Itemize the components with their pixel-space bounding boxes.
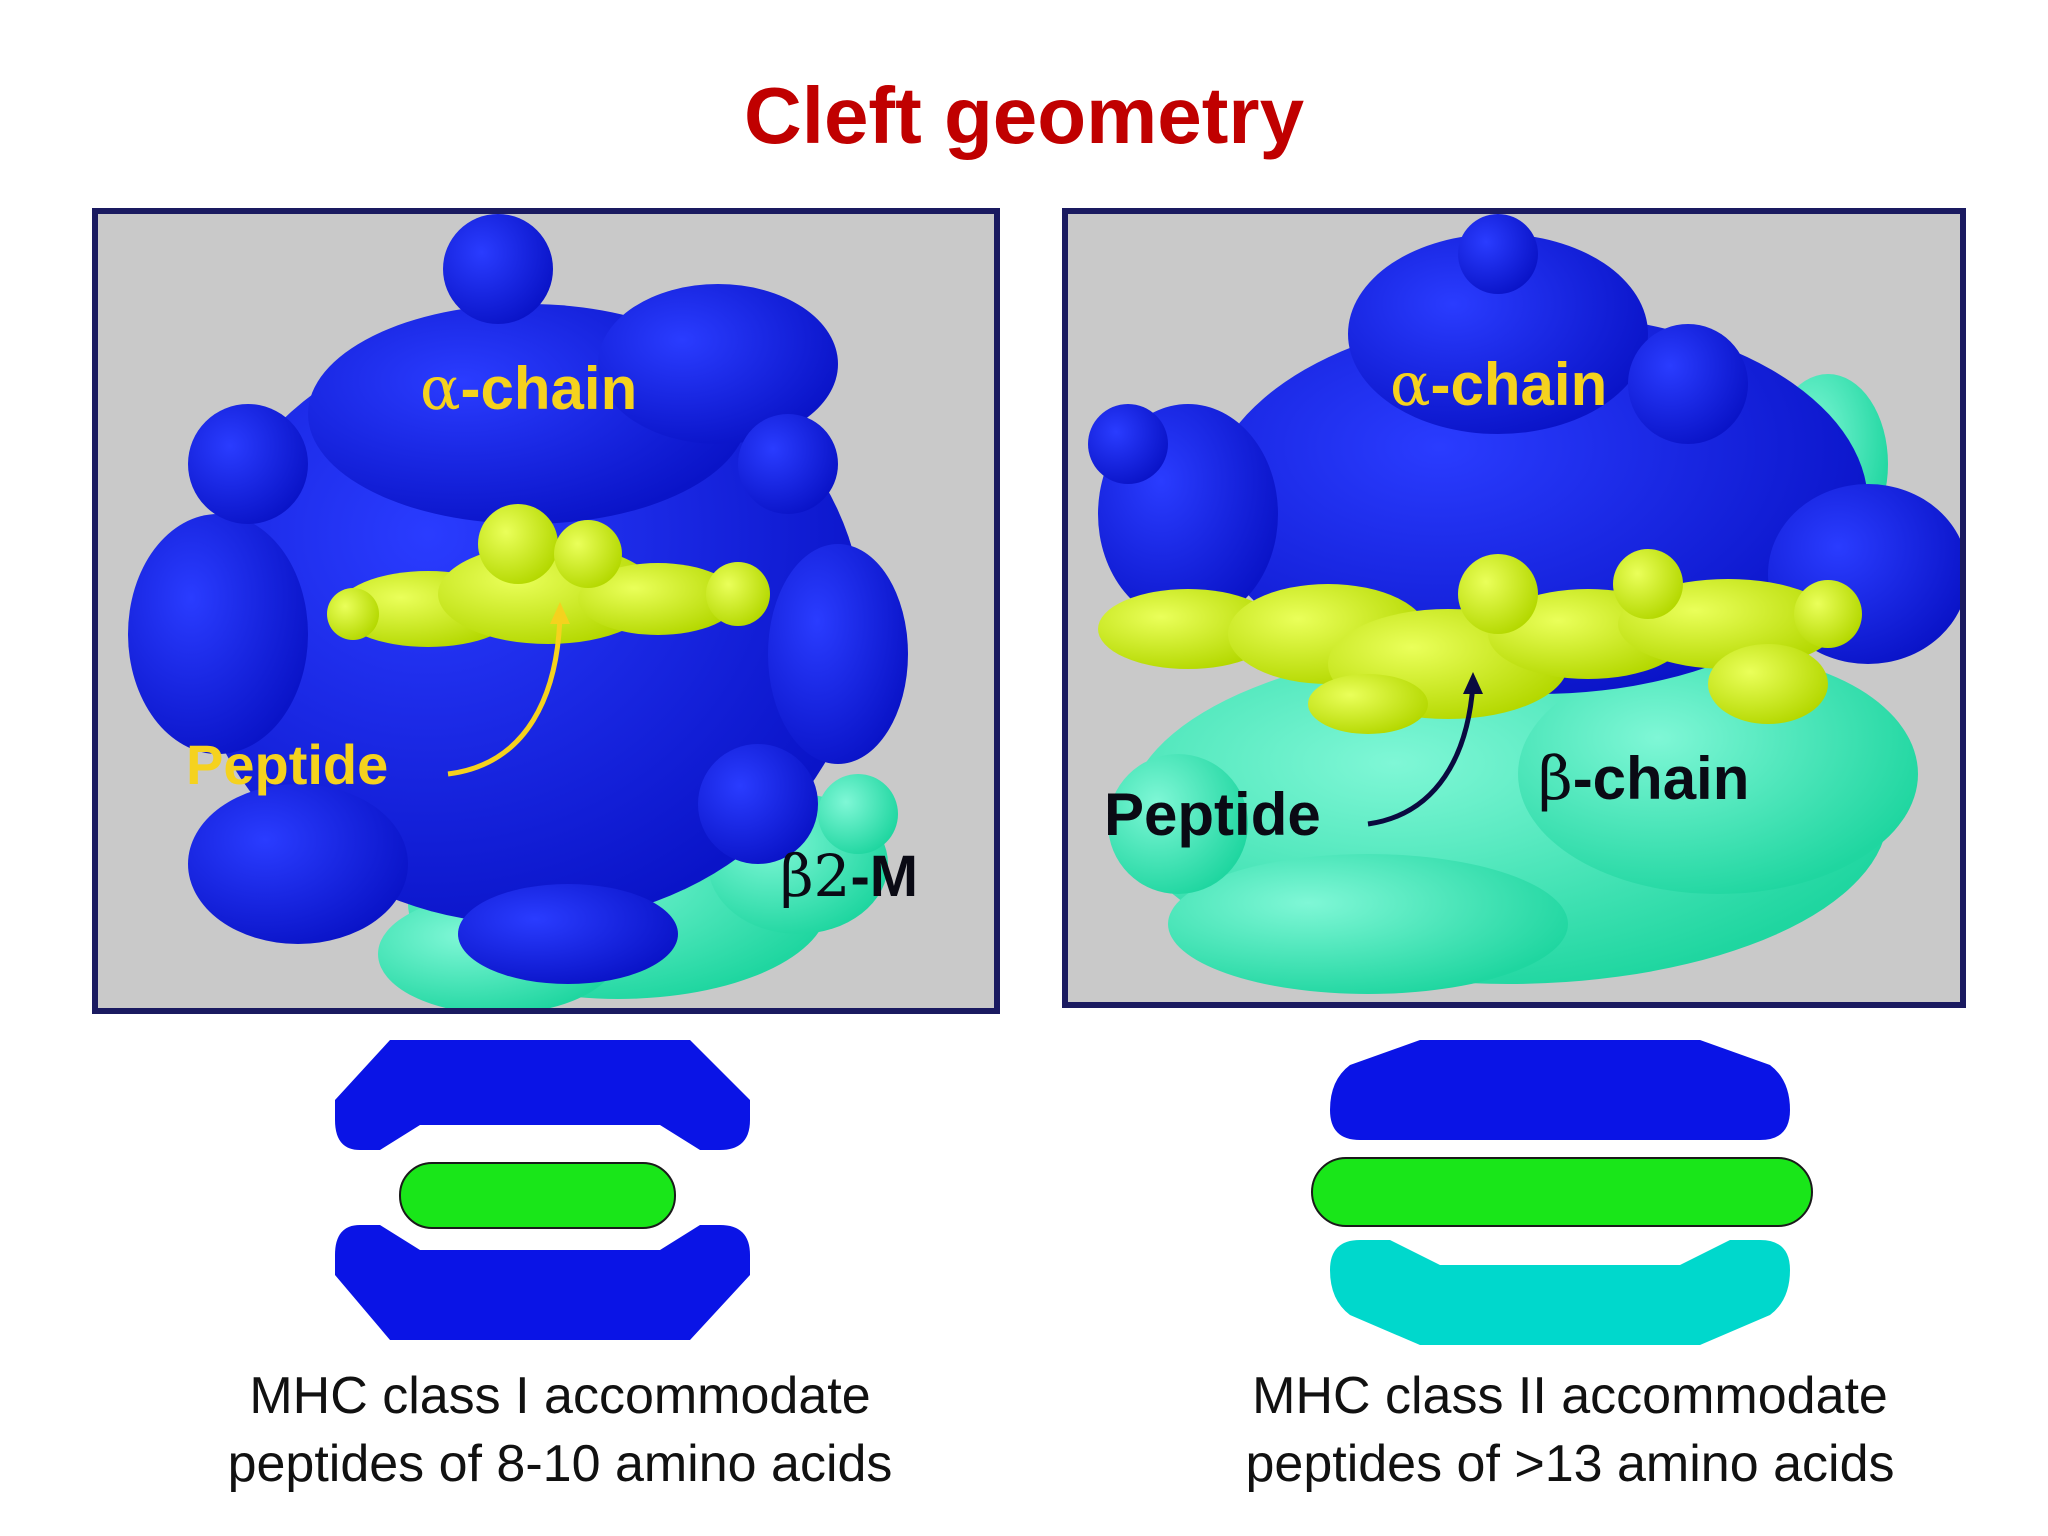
beta-chain-helix-shape <box>1330 1240 1790 1345</box>
lower-alpha-helix-shape <box>335 1225 750 1340</box>
mhc-class-one-caption: MHC class I accommodate peptides of 8-10… <box>227 1367 893 1493</box>
mhc-class-one-structure-panel: α-chain Peptide β2-M <box>92 208 1000 1014</box>
mhc-class-one-molecule-image <box>128 214 908 1008</box>
mhc-class-two-cleft-schematic <box>1311 1040 1813 1345</box>
mhc-class-two-molecule-image <box>1088 214 1960 994</box>
peptide-label: Peptide <box>186 733 389 796</box>
page-title: Cleft geometry <box>743 71 1305 160</box>
mhc-class-one-cleft-schematic <box>335 1040 750 1340</box>
peptide-shape <box>1098 549 1862 734</box>
mhc-class-two-caption: MHC class II accommodate peptides of >13… <box>1245 1367 1895 1493</box>
upper-alpha-helix-shape <box>335 1040 750 1150</box>
peptide-bar-shape <box>399 1162 676 1229</box>
peptide-shape <box>327 504 770 647</box>
alpha-chain-domain-shape <box>128 214 908 984</box>
beta2m-label: β2-M <box>780 842 919 910</box>
upper-alpha-helix-shape <box>1330 1040 1790 1140</box>
peptide-pointer-arrow <box>447 613 563 777</box>
mhc-class-two-structure-panel: α-chain Peptide β-chain <box>1062 208 1966 1008</box>
peptide-pointer-arrow <box>1367 683 1476 827</box>
alpha-chain-label: α-chain <box>420 354 638 424</box>
peptide-bar-shape <box>1311 1157 1813 1227</box>
peptide-label: Peptide <box>1104 781 1321 848</box>
beta-chain-label: β-chain <box>1538 744 1750 814</box>
alpha-chain-label: α-chain <box>1390 350 1608 420</box>
